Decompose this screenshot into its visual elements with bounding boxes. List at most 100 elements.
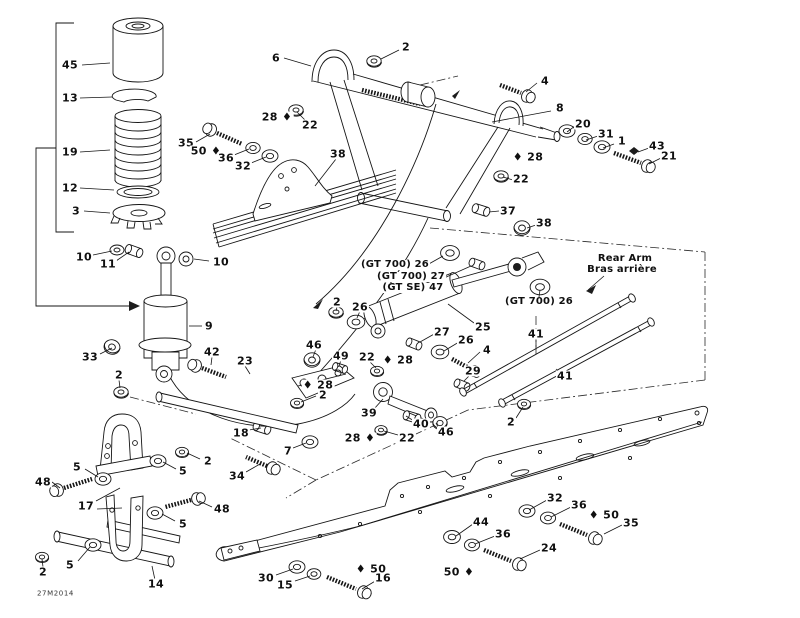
leader-line bbox=[276, 569, 293, 575]
callout-16: 16 bbox=[373, 571, 393, 585]
callout-12: 12 bbox=[60, 181, 80, 195]
callout-41: 41 bbox=[555, 369, 575, 383]
leader-line bbox=[80, 188, 114, 190]
leader-line bbox=[301, 396, 316, 402]
callout-28: 28 ♦ bbox=[343, 431, 377, 445]
leader-line bbox=[603, 144, 614, 148]
callout-23: 23 bbox=[235, 354, 255, 368]
callout-42: 42 bbox=[202, 345, 222, 359]
callout-43: 43 bbox=[647, 139, 667, 153]
callout-38: 38 bbox=[534, 216, 554, 230]
leader-line bbox=[444, 266, 471, 278]
rail-hardware-drawing bbox=[288, 504, 605, 602]
leader-line bbox=[315, 159, 336, 186]
callout-29: 29 bbox=[463, 364, 483, 378]
callout-28: ♦ 28 bbox=[301, 378, 335, 392]
callout-4: 4 bbox=[539, 74, 551, 88]
callout-14: 14 bbox=[146, 577, 166, 591]
leader-line bbox=[246, 464, 260, 472]
leader-line bbox=[245, 366, 250, 374]
callout-7: 7 bbox=[282, 444, 294, 458]
callout-36: 36 bbox=[569, 498, 589, 512]
leader-line bbox=[649, 158, 661, 164]
leader-line bbox=[604, 525, 622, 534]
callout-15: 15 bbox=[275, 578, 295, 592]
leader-line bbox=[116, 252, 129, 261]
callout-5: 5 bbox=[64, 558, 76, 572]
callout-35: 35 bbox=[621, 516, 641, 530]
callout-21: 21 bbox=[659, 149, 679, 163]
leader-line bbox=[80, 150, 110, 152]
callout-22: 22 bbox=[397, 431, 417, 445]
spring-stack-drawing bbox=[36, 18, 165, 311]
leader-line bbox=[85, 469, 98, 477]
leader-line bbox=[475, 536, 495, 544]
leader-line bbox=[84, 211, 110, 213]
rear-arm-arrowhead bbox=[586, 285, 596, 294]
callout-2: 2 bbox=[113, 368, 125, 382]
leader-line bbox=[586, 136, 598, 140]
callout-18: 18 bbox=[231, 426, 251, 440]
callout-32: 32 bbox=[233, 159, 253, 173]
leader-line bbox=[588, 276, 604, 290]
leader-line bbox=[293, 443, 306, 448]
callout-31: 31 bbox=[596, 127, 616, 141]
callout-2: 2 bbox=[505, 415, 517, 429]
front-arm-hardware bbox=[288, 55, 658, 236]
main-rail-drawing bbox=[216, 406, 707, 561]
callout-17: 17 bbox=[76, 499, 96, 513]
callout-6: 6 bbox=[270, 51, 282, 65]
leader-line bbox=[97, 508, 122, 509]
shock-absorber-drawing bbox=[101, 243, 355, 427]
callout-10: 10 bbox=[211, 255, 231, 269]
leader-line bbox=[468, 352, 480, 363]
diagram-footnote: 27M2014 bbox=[37, 589, 74, 598]
leader-line bbox=[100, 348, 112, 354]
callout-36: 36 bbox=[216, 151, 236, 165]
leader-line bbox=[194, 259, 209, 261]
callout-20: 20 bbox=[573, 117, 593, 131]
leader-line bbox=[82, 63, 110, 65]
callout-gt-700-26: (GT 700) 26 bbox=[360, 259, 430, 270]
callout-46: 46 bbox=[304, 338, 324, 352]
callout-36: 36 bbox=[493, 527, 513, 541]
callout-50: 50 ♦ bbox=[442, 565, 476, 579]
leader-line bbox=[527, 225, 536, 228]
callout-50: ♦ 50 bbox=[354, 562, 388, 576]
callout-28: ♦ 28 bbox=[511, 150, 545, 164]
support-rods-drawing bbox=[458, 293, 655, 410]
leader-line bbox=[444, 342, 459, 351]
leader-lines bbox=[42, 50, 661, 589]
callout-9: 9 bbox=[203, 319, 215, 333]
leader-line bbox=[567, 126, 575, 132]
leader-line bbox=[152, 566, 155, 580]
leader-line bbox=[199, 501, 212, 507]
leader-line bbox=[96, 488, 120, 501]
callout-26: 26 bbox=[350, 300, 370, 314]
callout-50: 50 ♦ bbox=[189, 144, 223, 158]
leader-line bbox=[456, 524, 473, 536]
leader-line bbox=[187, 453, 200, 459]
callout-19: 19 bbox=[60, 145, 80, 159]
callout-5: 5 bbox=[177, 464, 189, 478]
left-rail-drawing bbox=[200, 120, 396, 247]
callout-33: 33 bbox=[80, 350, 100, 364]
callout-gt-se-47: (GT SE) 47 bbox=[381, 282, 445, 293]
callout-rear-arm: Rear Arm bbox=[596, 253, 654, 264]
callout-38: 38 bbox=[328, 147, 348, 161]
callout-32: 32 bbox=[545, 491, 565, 505]
leader-line bbox=[516, 407, 523, 418]
callout-30: 30 bbox=[256, 571, 276, 585]
leader-line bbox=[492, 111, 551, 122]
leader-line bbox=[249, 428, 261, 430]
callout-49: 49 bbox=[331, 349, 351, 363]
callout-2: 2 bbox=[202, 454, 214, 468]
callout-5: 5 bbox=[71, 460, 83, 474]
leader-line bbox=[638, 148, 649, 152]
callout-10: 10 bbox=[74, 250, 94, 264]
leader-line bbox=[381, 50, 399, 59]
leader-line bbox=[503, 177, 513, 180]
callout-3: 3 bbox=[70, 204, 82, 218]
leader-line bbox=[234, 149, 249, 155]
